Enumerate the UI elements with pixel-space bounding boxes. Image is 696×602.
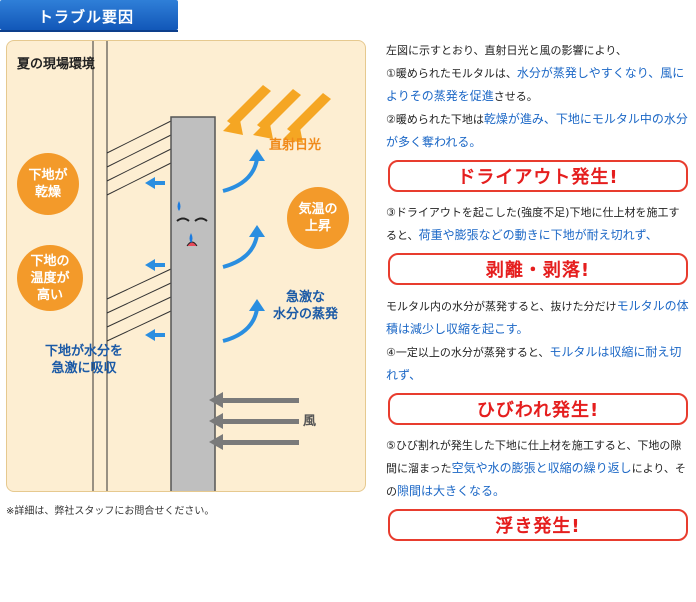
- footnote: ※詳細は、弊社スタッフにお問合せください。: [6, 506, 215, 517]
- wind-label: 風: [303, 414, 317, 429]
- bubble-temp-rise: 気温の 上昇: [287, 187, 349, 249]
- text-segment: させる。: [493, 90, 538, 103]
- section-1-text: 左図に示すとおり、直射日光と風の影響により、 ①暖められたモルタルは、水分が蒸発…: [386, 40, 690, 154]
- mortar-layer: [170, 116, 216, 491]
- result-cracking: ひびわれ発生!: [388, 393, 688, 425]
- evaporation-label: 急激な 水分の蒸発: [273, 290, 339, 322]
- bubble-substrate-dry-text: 下地が 乾燥: [28, 168, 68, 200]
- explanation-column: 左図に示すとおり、直射日光と風の影響により、 ①暖められたモルタルは、水分が蒸発…: [386, 40, 690, 551]
- highlight-segment: 隙間は大きくなる。: [397, 484, 506, 498]
- highlight-segment: モルタルは収縮に耐え切れず、: [386, 345, 682, 382]
- result-dryout: ドライアウト発生!: [388, 160, 688, 192]
- panel-title: 夏の現場環境: [17, 57, 96, 72]
- evaporation-arrowheads: [249, 149, 265, 311]
- absorption-arrows: [153, 181, 165, 337]
- sunlight-arrows: [223, 85, 331, 143]
- absorption-arrowheads: [145, 177, 155, 341]
- section-2-text: ③ドライアウトを起こした(強度不足)下地に仕上材を施工すると、荷重や膨張などの動…: [386, 202, 690, 247]
- mortar-face-icon: [176, 201, 208, 247]
- highlight-segment: モルタルの体積は減少し収縮を起こす。: [386, 299, 689, 336]
- result-lifting: 浮き発生!: [388, 509, 688, 541]
- section-4-text: ⑤ひび割れが発生した下地に仕上材を施工すると、下地の隙間に溜まった空気や水の膨張…: [386, 435, 690, 503]
- evaporation-arrows: [222, 158, 259, 343]
- text-segment: ②暖められた下地は: [386, 113, 484, 126]
- absorption-label: 下地が水分を 急激に吸収: [45, 344, 124, 376]
- bubble-substrate-temp: 下地の 温度が 高い: [17, 245, 83, 311]
- illustration-panel: 夏の現場環境 下地が 乾燥 下地の 温度が 高い 気温の 上昇 直射日光 急激な…: [6, 40, 366, 492]
- text-segment: ⑤ひび割れが発生した下地に仕上材を施工すると、下地の隙間に溜まった: [386, 439, 682, 475]
- section-1: 左図に示すとおり、直射日光と風の影響により、 ①暖められたモルタルは、水分が蒸発…: [386, 40, 690, 192]
- wind-arrows: [209, 392, 299, 450]
- section-3-text: モルタル内の水分が蒸発すると、抜けた分だけモルタルの体積は減少し収縮を起こす。 …: [386, 295, 690, 387]
- highlight-segment: 荷重や膨張などの動きに下地が耐え切れず、: [418, 228, 658, 242]
- text-segment: ④一定以上の水分が蒸発すると、: [386, 346, 550, 359]
- highlight-segment: 空気や水の膨張と収縮の繰り返し: [451, 461, 632, 475]
- section-title: トラブル要因: [38, 8, 135, 26]
- text-segment: 左図に示すとおり、直射日光と風の影響により、: [386, 44, 627, 57]
- text-segment: モルタル内の水分が蒸発すると、抜けた分だけ: [386, 300, 617, 313]
- section-3: モルタル内の水分が蒸発すると、抜けた分だけモルタルの体積は減少し収縮を起こす。 …: [386, 295, 690, 425]
- highlight-segment: 水分が蒸発しやすくなり、風によりその蒸発を促進: [386, 66, 685, 103]
- text-segment: ①暖められたモルタルは、: [386, 67, 517, 80]
- bubble-substrate-temp-text: 下地の 温度が 高い: [30, 253, 70, 303]
- section-header: トラブル要因: [0, 0, 178, 30]
- section-2: ③ドライアウトを起こした(強度不足)下地に仕上材を施工すると、荷重や膨張などの動…: [386, 202, 690, 285]
- result-peeling: 剥離・剥落!: [388, 253, 688, 285]
- substrate-hatch: [106, 120, 172, 342]
- bubble-temp-rise-text: 気温の 上昇: [298, 202, 338, 234]
- text-segment: により、その: [386, 462, 686, 498]
- summer-site-illustration: [92, 41, 331, 491]
- highlight-segment: 乾燥が進み、下地にモルタル中の水分が多く奪われる。: [386, 112, 688, 149]
- header-underline: [0, 30, 178, 32]
- text-segment: ③ドライアウトを起こした(強度不足)下地に仕上材を施工すると、: [386, 206, 680, 242]
- section-4: ⑤ひび割れが発生した下地に仕上材を施工すると、下地の隙間に溜まった空気や水の膨張…: [386, 435, 690, 541]
- sunlight-label: 直射日光: [269, 138, 322, 153]
- bubble-substrate-dry: 下地が 乾燥: [17, 153, 79, 215]
